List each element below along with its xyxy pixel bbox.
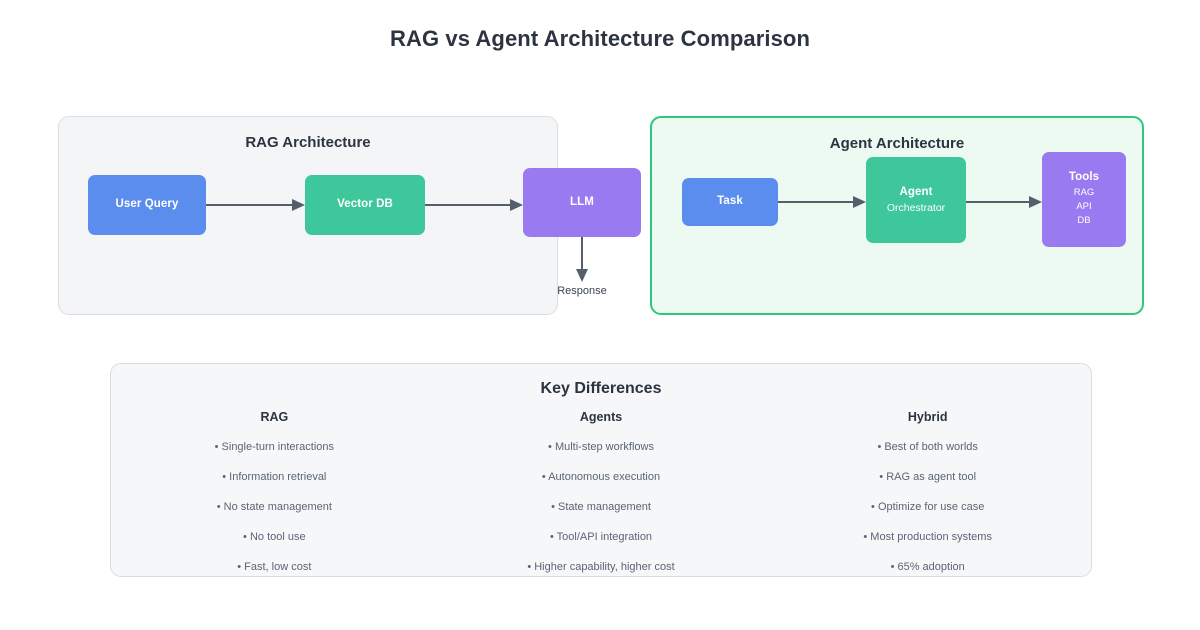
list-item: • Most production systems	[863, 531, 992, 543]
arrow-head-icon	[510, 199, 523, 211]
key-differences-column-rag: RAG • Single-turn interactions • Informa…	[111, 410, 438, 592]
node-vector-db-label: Vector DB	[337, 198, 393, 211]
node-llm[interactable]: LLM	[523, 168, 641, 237]
arrow-shaft	[778, 201, 853, 203]
node-tools[interactable]: Tools RAG API DB	[1042, 152, 1126, 247]
node-task-label: Task	[717, 195, 743, 208]
node-user-query-label: User Query	[115, 198, 179, 211]
node-task[interactable]: Task	[682, 178, 778, 226]
node-agent-sublabel: Orchestrator	[886, 201, 946, 214]
arrow-shaft	[966, 201, 1029, 203]
column-heading: Agents	[579, 410, 623, 424]
list-item: • 65% adoption	[890, 561, 965, 573]
node-tools-item: DB	[1077, 215, 1091, 227]
list-item: • Single-turn interactions	[214, 441, 335, 453]
arrow-task-to-orchestrator	[778, 196, 866, 208]
arrow-head-icon	[292, 199, 305, 211]
list-item: • No state management	[216, 501, 332, 513]
key-differences-column-agents: Agents • Multi-step workflows • Autonomo…	[438, 410, 765, 592]
arrow-llm-to-response	[576, 237, 588, 282]
node-vector-db[interactable]: Vector DB	[305, 175, 425, 235]
list-item: • Multi-step workflows	[548, 441, 654, 453]
list-item: • Information retrieval	[222, 471, 327, 483]
key-differences-panel: Key Differences RAG • Single-turn intera…	[110, 363, 1092, 577]
arrow-user-query-to-vector-db	[206, 199, 305, 211]
column-heading: Hybrid	[907, 410, 948, 424]
node-tools-item: RAG	[1073, 186, 1095, 198]
arrow-head-icon	[853, 196, 866, 208]
list-item: • No tool use	[243, 531, 306, 543]
arrow-shaft	[581, 237, 583, 270]
rag-panel-title: RAG Architecture	[245, 134, 371, 151]
node-tools-label: Tools	[1068, 171, 1100, 184]
key-differences-columns: RAG • Single-turn interactions • Informa…	[111, 410, 1091, 592]
agent-panel-title: Agent Architecture	[829, 135, 965, 152]
list-item: • Optimize for use case	[871, 501, 985, 513]
key-differences-title: Key Differences	[540, 380, 662, 397]
node-llm-label: LLM	[570, 195, 594, 208]
node-tools-item: API	[1076, 201, 1092, 213]
list-item: • State management	[551, 501, 651, 513]
node-agent-label: Agent	[899, 186, 933, 199]
arrow-shaft	[425, 204, 510, 206]
arrow-head-icon	[576, 269, 588, 282]
arrow-head-icon	[1029, 196, 1042, 208]
node-agent-orchestrator[interactable]: Agent Orchestrator	[866, 157, 966, 243]
column-heading: RAG	[260, 410, 289, 424]
page-title: RAG vs Agent Architecture Comparison	[389, 26, 811, 51]
node-user-query[interactable]: User Query	[88, 175, 206, 235]
list-item: • Autonomous execution	[541, 471, 661, 483]
list-item: • Best of both worlds	[877, 441, 978, 453]
list-item: • RAG as agent tool	[879, 471, 977, 483]
list-item: • Fast, low cost	[237, 561, 312, 573]
list-item: • Higher capability, higher cost	[527, 561, 675, 573]
arrow-orchestrator-to-tools	[966, 196, 1042, 208]
list-item: • Tool/API integration	[549, 531, 653, 543]
arrow-vector-db-to-llm	[425, 199, 523, 211]
arrow-shaft	[206, 204, 292, 206]
key-differences-column-hybrid: Hybrid • Best of both worlds • RAG as ag…	[764, 410, 1091, 592]
response-label: Response	[557, 285, 607, 297]
